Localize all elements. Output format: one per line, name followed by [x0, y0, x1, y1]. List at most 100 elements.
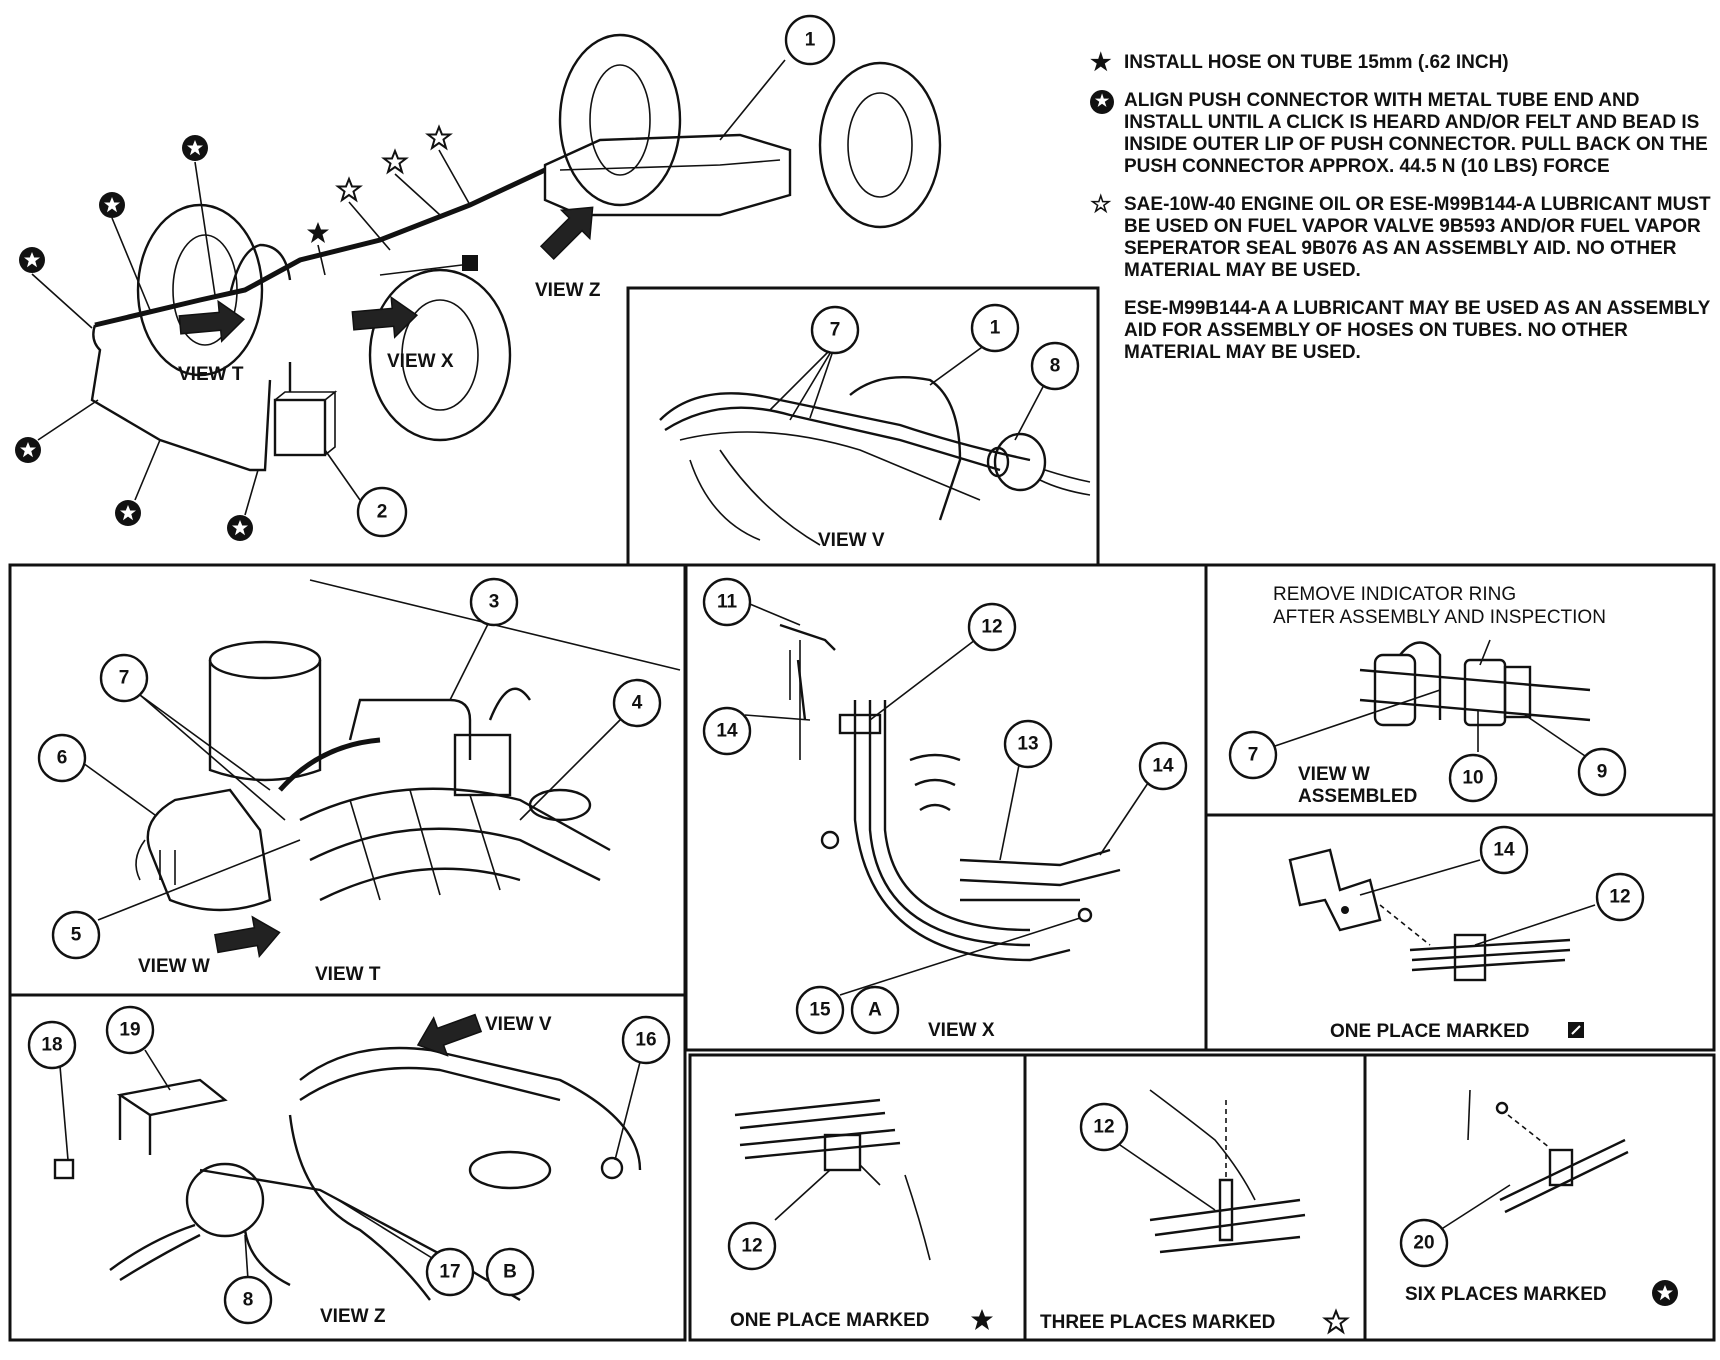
- svg-text:8: 8: [243, 1290, 254, 1311]
- svg-text:2: 2: [377, 502, 388, 523]
- svg-text:12: 12: [1609, 887, 1630, 908]
- view-x-caption: VIEW X: [928, 1020, 995, 1041]
- svg-text:8: 8: [1050, 356, 1061, 377]
- legend-solid-star-text: INSTALL HOSE ON TUBE 15mm (.62 INCH): [1124, 52, 1509, 73]
- view-w-caption-line1: VIEW W: [1298, 764, 1370, 785]
- svg-text:9: 9: [1597, 762, 1608, 783]
- callout-1-view-v: [970, 303, 1020, 353]
- svg-text:5: 5: [71, 925, 82, 946]
- legend-circle-star: ★ ALIGN PUSH CONNECTOR WITH METAL TUBE E…: [1090, 90, 1715, 178]
- callout-11: [702, 577, 752, 627]
- solid-star-icon: ★: [1090, 49, 1112, 76]
- view-z-panel: VIEW V 18 19 16 17 B 8 VIEW Z: [8, 993, 687, 1342]
- svg-text:B: B: [503, 1262, 517, 1283]
- callout-12-three: [1079, 1102, 1129, 1152]
- callout-8-view-v: [1030, 341, 1080, 391]
- callout-3: [469, 577, 519, 627]
- view-v-caption: VIEW V: [818, 530, 885, 551]
- callout-15: [795, 985, 845, 1035]
- svg-text:19: 19: [119, 1020, 140, 1041]
- view-z-pointer: VIEW V: [485, 1014, 552, 1035]
- fuel-lines-bundle: [853, 700, 1071, 962]
- view-w-note-line2: AFTER ASSEMBLY AND INSPECTION: [1273, 607, 1606, 628]
- overview-diagram: VIEW T VIEW X VIEW Z 1 2: [15, 14, 942, 541]
- callout-5: [51, 910, 101, 960]
- one-place-star-caption: ONE PLACE MARKED: [730, 1310, 930, 1331]
- six-places-caption: SIX PLACES MARKED: [1405, 1284, 1607, 1305]
- connector-tube: [1359, 668, 1591, 722]
- bracket: [1288, 848, 1382, 932]
- overview-view-z-label: VIEW Z: [535, 280, 601, 301]
- view-z-caption: VIEW Z: [320, 1306, 386, 1327]
- callout-12-one-star: [727, 1221, 777, 1271]
- legend-solid-star: ★ INSTALL HOSE ON TUBE 15mm (.62 INCH): [1090, 49, 1715, 76]
- square-mark-icon: [462, 255, 478, 271]
- one-place-square-caption: ONE PLACE MARKED: [1330, 1021, 1530, 1042]
- svg-text:11: 11: [717, 592, 738, 613]
- circle-star-icon: ★: [1090, 90, 1114, 114]
- svg-text:17: 17: [439, 1262, 460, 1283]
- callout-14-view-x-left: [702, 706, 752, 756]
- callout-16: [621, 1015, 671, 1065]
- callout-12-one-place: [1595, 872, 1645, 922]
- svg-text:7: 7: [830, 320, 841, 341]
- callout-14-view-x-right: [1138, 741, 1188, 791]
- legend-open-star-text: SAE-10W-40 ENGINE OIL OR ESE-M99B144-A L…: [1124, 194, 1711, 281]
- open-star-icon: ☆: [1090, 191, 1112, 218]
- callout-7-view-t: [99, 653, 149, 703]
- fuel-tank-side: [288, 1114, 431, 1301]
- one-place-star-panel: 12 ONE PLACE MARKED: [688, 1053, 1027, 1342]
- tire-rear-left: [558, 33, 682, 207]
- callout-17: [425, 1247, 475, 1297]
- svg-text:7: 7: [119, 668, 130, 689]
- view-t-pointer: VIEW W: [138, 956, 210, 977]
- callout-14-one-place: [1479, 825, 1529, 875]
- fuel-filter: [993, 432, 1047, 492]
- view-x-panel: 11 12 14 13 14 15 A VIEW X: [684, 563, 1208, 1052]
- callout-4: [612, 678, 662, 728]
- callout-20: [1399, 1218, 1449, 1268]
- tire-front-right: [368, 268, 512, 442]
- callout-18: [27, 1020, 77, 1070]
- fuel-line-front: [90, 324, 272, 472]
- callout-7-view-w: [1228, 730, 1278, 780]
- fuel-tank-partial: [849, 375, 962, 521]
- svg-text:A: A: [868, 1000, 882, 1021]
- svg-text:1: 1: [805, 30, 816, 51]
- overview-view-t-label: VIEW T: [178, 364, 244, 385]
- svg-text:12: 12: [981, 617, 1002, 638]
- legend-lubricant-note: ESE-M99B144-A A LUBRICANT MAY BE USED AS…: [1124, 298, 1710, 363]
- callout-2: [356, 486, 408, 538]
- tire-front-left: [136, 203, 264, 377]
- fuel-tank: [543, 133, 792, 217]
- callout-B: [485, 1247, 535, 1297]
- fuel-line-main: [94, 167, 547, 328]
- callout-19: [105, 1005, 155, 1055]
- svg-text:6: 6: [57, 748, 68, 769]
- view-t-panel: VIEW W VIEW T 3 4 7 6 5: [8, 563, 687, 997]
- legend-circle-star-text: ALIGN PUSH CONNECTOR WITH METAL TUBE END…: [1124, 90, 1708, 177]
- svg-text:16: 16: [635, 1030, 656, 1051]
- air-cleaner: [208, 660, 322, 782]
- svg-text:3: 3: [489, 592, 500, 613]
- svg-text:15: 15: [809, 1000, 831, 1021]
- three-places-caption: THREE PLACES MARKED: [1040, 1312, 1275, 1333]
- tire-rear-right: [818, 61, 942, 229]
- callout-A: [850, 985, 900, 1035]
- svg-text:10: 10: [1462, 768, 1483, 789]
- fuel-filter-z: [185, 1162, 265, 1238]
- svg-text:14: 14: [1152, 756, 1174, 777]
- svg-text:14: 14: [1493, 840, 1515, 861]
- svg-text:12: 12: [741, 1236, 762, 1257]
- view-w-panel: REMOVE INDICATOR RING AFTER ASSEMBLY AND…: [1204, 563, 1716, 817]
- legend-open-star: ☆ SAE-10W-40 ENGINE OIL OR ESE-M99B144-A…: [1090, 191, 1715, 282]
- callout-8-view-z: [223, 1275, 273, 1325]
- six-places-panel: 20 SIX PLACES MARKED: [1363, 1053, 1716, 1342]
- callout-10: [1448, 753, 1498, 803]
- vapor-canister: [273, 398, 327, 457]
- callout-12-view-x: [967, 602, 1017, 652]
- callout-9: [1577, 747, 1627, 797]
- svg-text:20: 20: [1413, 1233, 1434, 1254]
- legend: ★ INSTALL HOSE ON TUBE 15mm (.62 INCH) ★…: [1090, 49, 1715, 364]
